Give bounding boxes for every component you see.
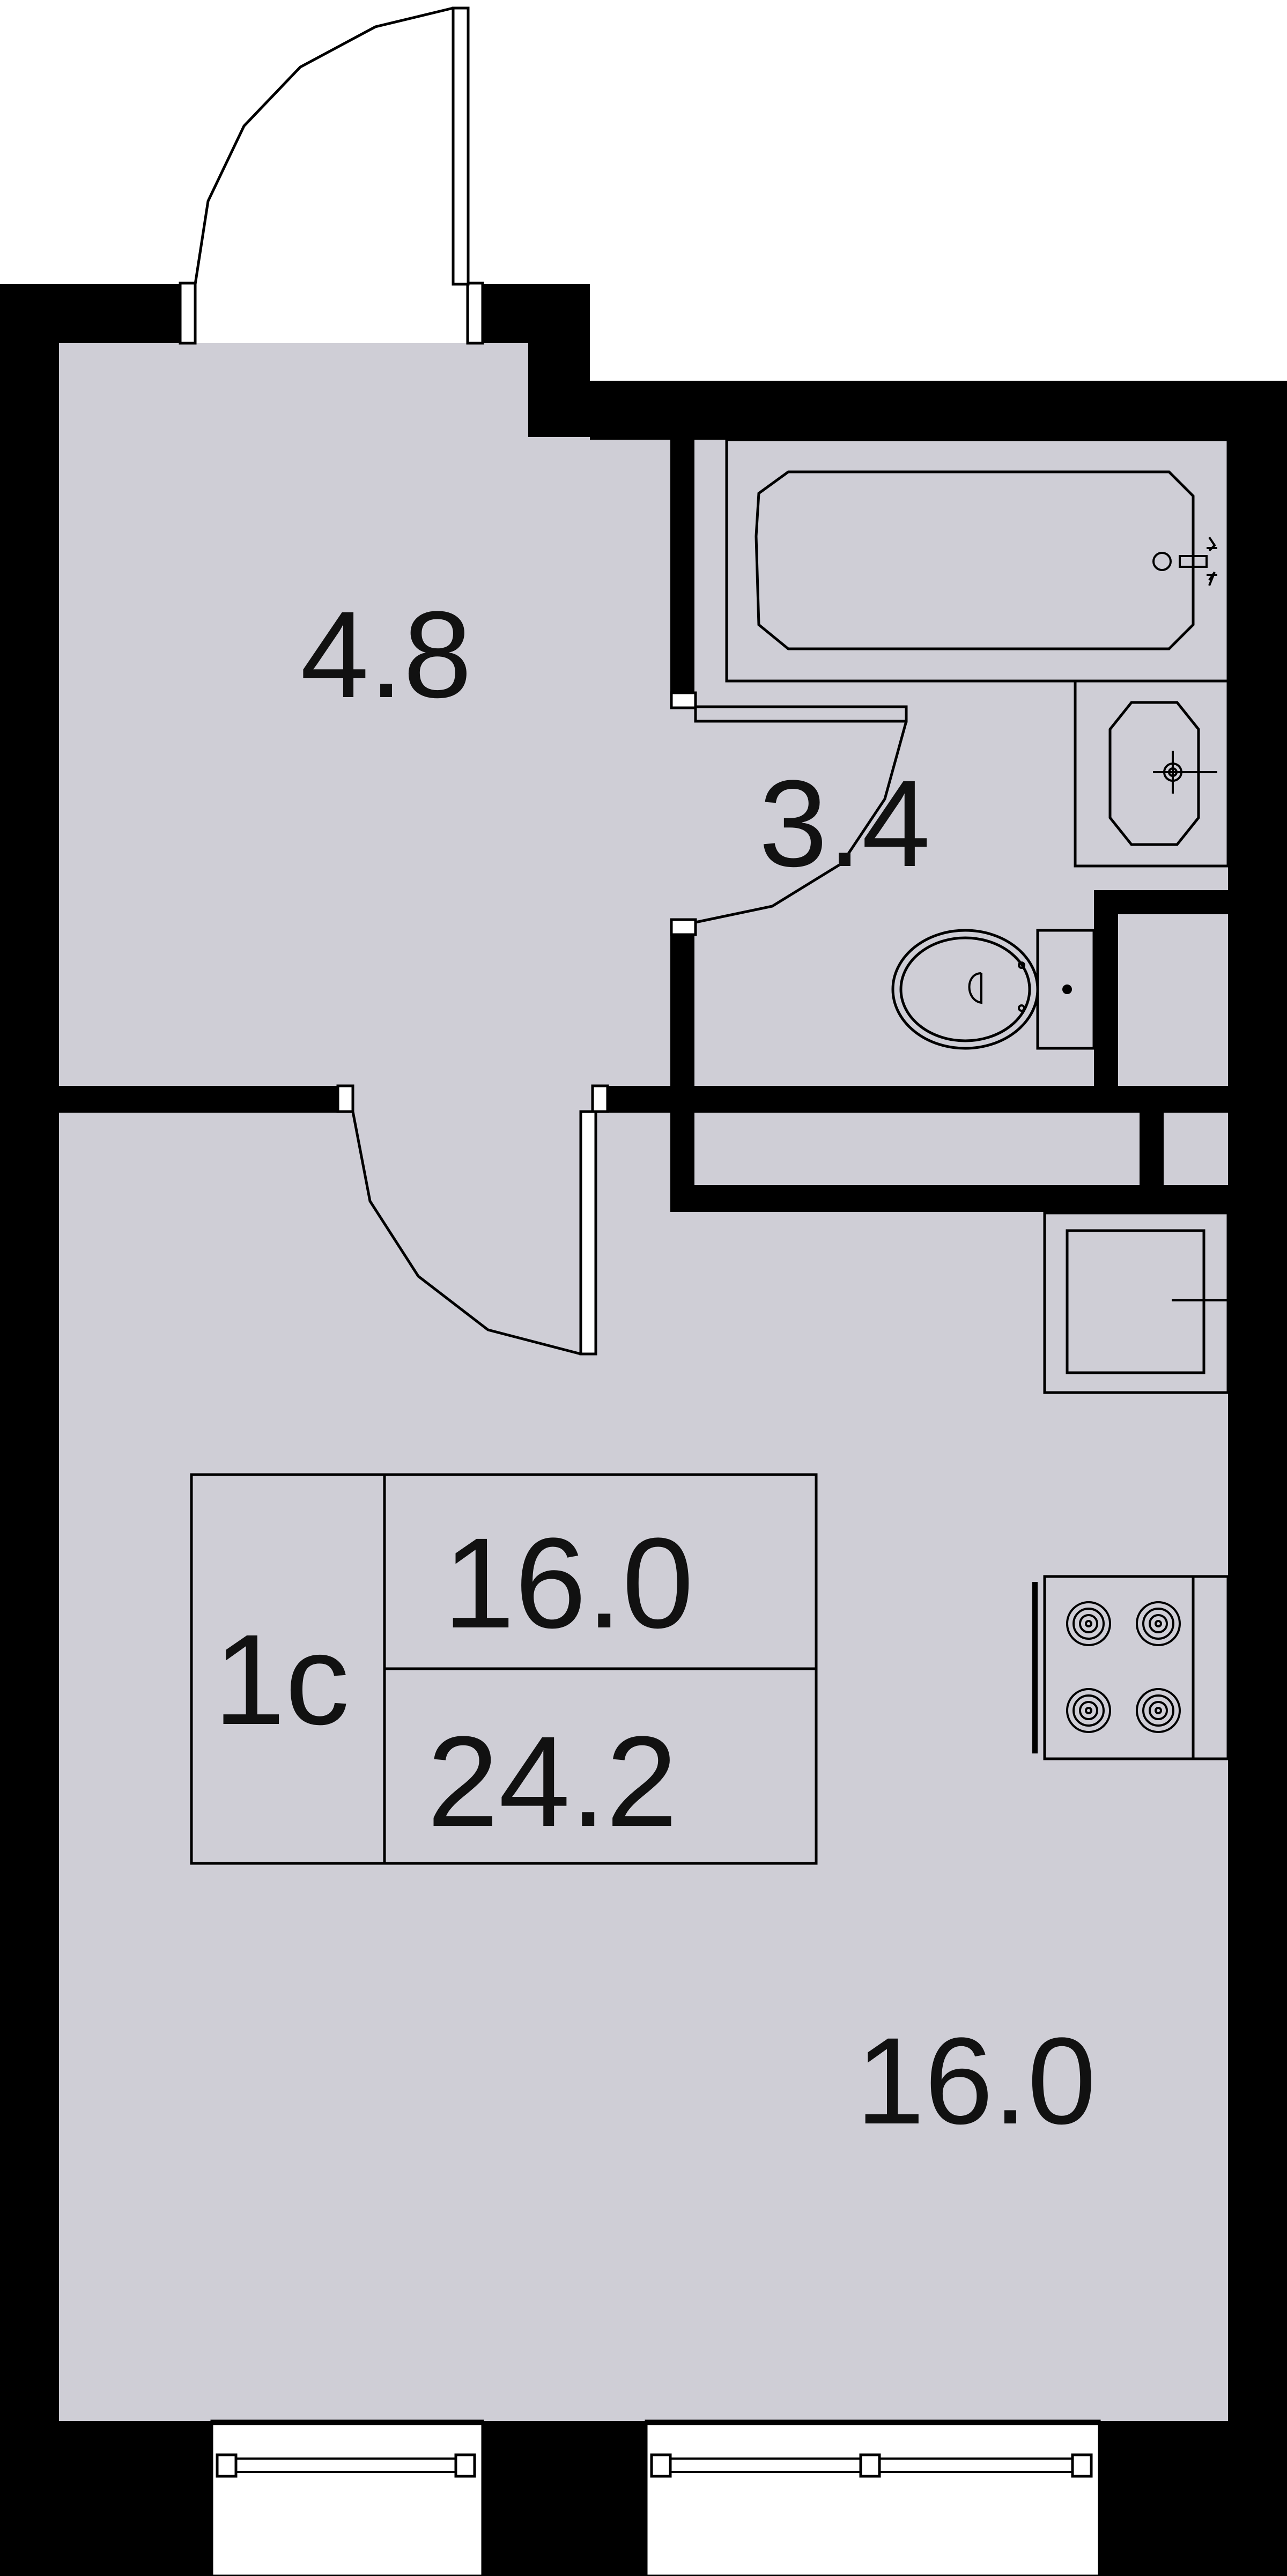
summary-box	[190, 1473, 818, 1865]
room-area-living: 16.0	[856, 2012, 1096, 2150]
window-right	[645, 2419, 1101, 2576]
summary-living-area: 16.0	[443, 1511, 693, 1655]
kitchen-sink	[1043, 1211, 1230, 1394]
sink	[1074, 679, 1230, 868]
stove	[1032, 1575, 1230, 1760]
summary-total-area: 24.2	[427, 1709, 677, 1853]
room-door	[336, 1084, 609, 1356]
floor-area	[59, 343, 1228, 2421]
toilet	[891, 929, 1096, 1050]
balcony-door	[179, 6, 484, 345]
bathroom-door	[670, 691, 908, 936]
bathtub	[725, 438, 1230, 683]
apartment-type: 1с	[213, 1608, 349, 1751]
room-area-hallway: 4.8	[300, 586, 472, 723]
room-area-bathroom: 3.4	[759, 754, 930, 892]
window-left	[210, 2419, 484, 2576]
interior-walls	[59, 437, 1228, 1212]
outer-walls	[0, 284, 1287, 2576]
